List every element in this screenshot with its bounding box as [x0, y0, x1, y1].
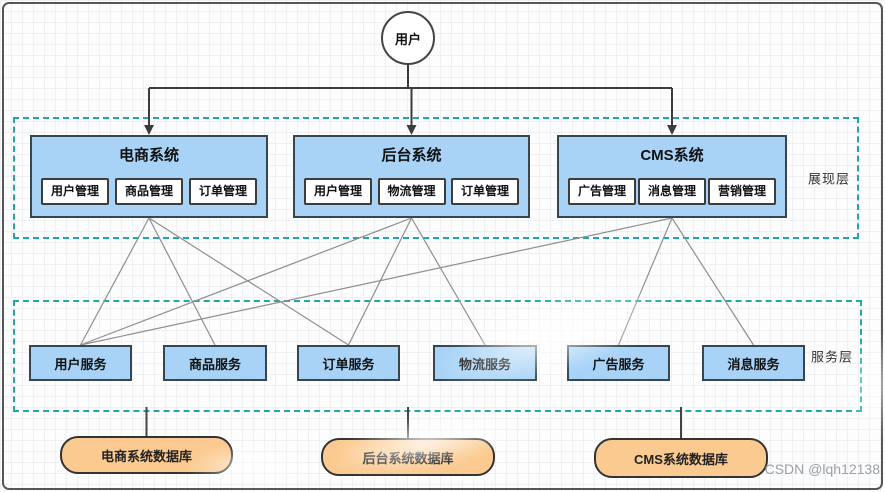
database-box-ecommerce: 电商系统数据库: [60, 436, 233, 474]
user-node-label: 用户: [394, 31, 421, 47]
service-box-message: 消息服务: [702, 345, 805, 381]
csdn-watermark: CSDN @lqh12138: [764, 461, 880, 477]
system-box-ecommerce: 电商系统 用户管理 商品管理 订单管理: [30, 135, 268, 218]
module-row: 用户管理 商品管理 订单管理: [41, 178, 257, 205]
database-box-cms: CMS系统数据库: [594, 438, 768, 478]
module-box: 订单管理: [189, 178, 257, 205]
service-box-product: 商品服务: [163, 345, 267, 381]
service-box-order: 订单服务: [297, 345, 400, 381]
module-box: 用户管理: [41, 178, 109, 205]
module-box: 用户管理: [304, 178, 372, 205]
module-box: 订单管理: [451, 178, 519, 205]
service-box-logistics: 物流服务: [433, 345, 537, 381]
system-title: 电商系统: [118, 147, 179, 164]
user-node: 用户: [381, 11, 435, 65]
module-box: 广告管理: [568, 178, 636, 205]
module-row: 广告管理 消息管理 营销管理: [568, 178, 776, 205]
service-box-user: 用户服务: [29, 345, 132, 381]
module-box: 商品管理: [115, 178, 183, 205]
system-title: 后台系统: [381, 147, 442, 164]
system-title: CMS系统: [640, 147, 704, 164]
presentation-layer-label: 展现层: [807, 171, 850, 187]
module-box: 消息管理: [638, 178, 706, 205]
service-layer-label: 服务层: [810, 349, 853, 365]
module-row: 用户管理 物流管理 订单管理: [304, 178, 519, 205]
module-box: 营销管理: [708, 178, 776, 205]
system-box-backend: 后台系统 用户管理 物流管理 订单管理: [293, 135, 530, 218]
module-box: 物流管理: [377, 178, 446, 205]
database-box-backend: 后台系统数据库: [321, 438, 495, 476]
system-box-cms: CMS系统 广告管理 消息管理 营销管理: [557, 135, 787, 218]
service-box-ads: 广告服务: [567, 345, 670, 381]
